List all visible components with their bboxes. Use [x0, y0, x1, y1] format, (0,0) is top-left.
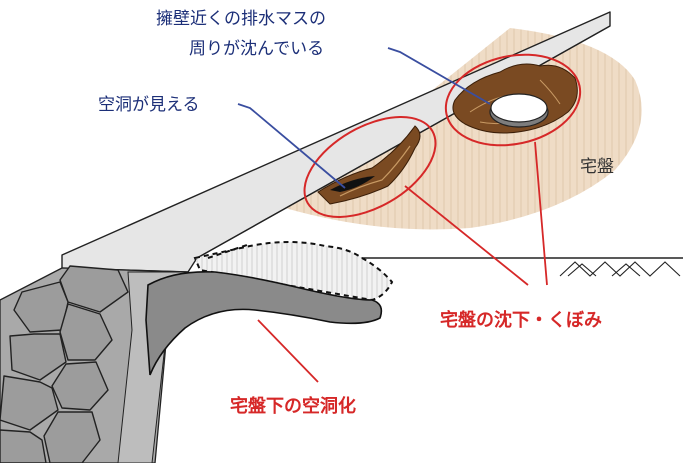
cavity-opening [330, 176, 375, 192]
label-underground-cavity: 宅盤下の空洞化 [230, 395, 356, 417]
label-drain-basin-line2: 周りが沈んでいる [189, 39, 324, 59]
label-cavity-visible: 空洞が見える [98, 95, 200, 115]
cavity-void-area [193, 241, 394, 302]
leader-settlement-1 [404, 185, 529, 286]
ground-hatch-icon [559, 261, 681, 277]
callout-line-cavity-visible [237, 103, 346, 189]
drain-cover-icon [489, 93, 549, 128]
underground-cavity [145, 270, 383, 376]
wall-stones [0, 265, 129, 464]
leader-cavity [257, 319, 319, 383]
highlight-ellipse-drain [444, 53, 582, 147]
label-settlement: 宅盤の沈下・くぼみ [440, 309, 602, 331]
leader-settlement-2 [534, 141, 548, 286]
highlight-ellipse-cavity [303, 116, 437, 218]
label-ground: 宅盤 [580, 157, 614, 177]
label-drain-basin-line1: 擁壁近くの排水マスの [156, 9, 326, 29]
callout-line-drain-basin [387, 47, 491, 105]
